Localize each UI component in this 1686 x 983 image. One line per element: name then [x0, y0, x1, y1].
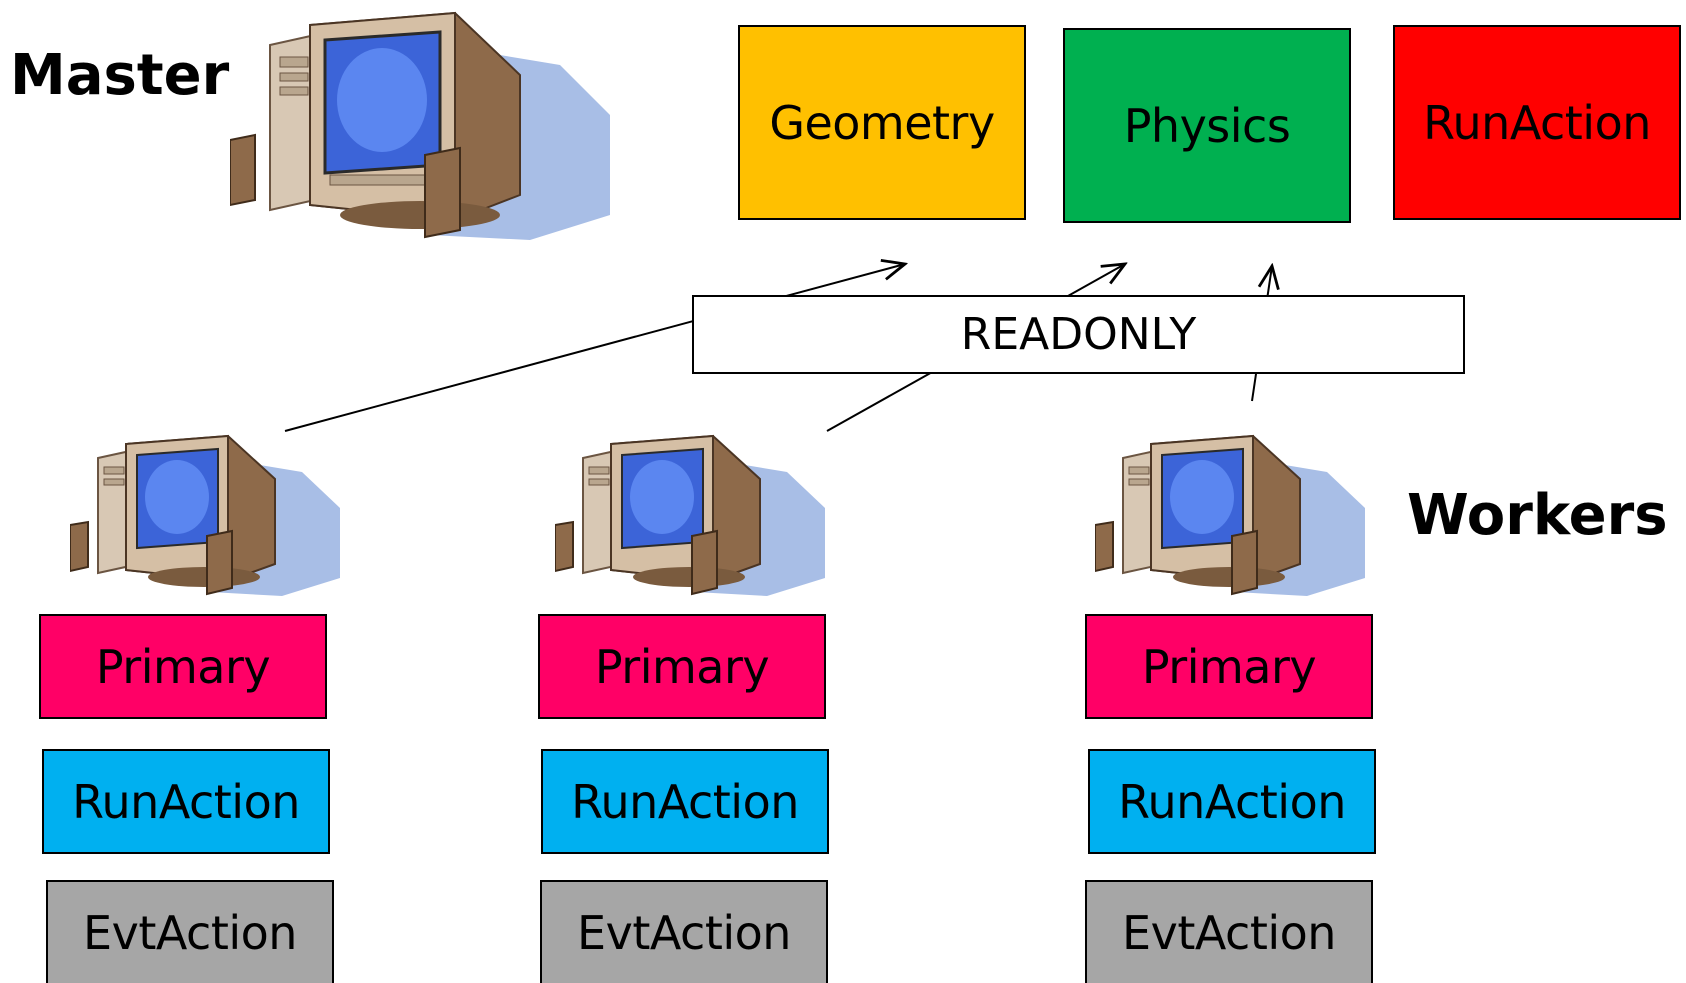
master-geometry-box: Geometry: [738, 25, 1026, 220]
worker1-primary-label: Primary: [95, 639, 271, 694]
desktop-computer-icon: [70, 434, 340, 596]
worker3-evtaction-box: EvtAction: [1085, 880, 1373, 983]
worker2-runaction-box: RunAction: [541, 749, 829, 854]
worker3-evtaction-label: EvtAction: [1122, 905, 1336, 960]
worker1-runaction-label: RunAction: [72, 774, 300, 829]
master-runaction-box: RunAction: [1393, 25, 1681, 220]
workers-label: Workers: [1407, 483, 1668, 548]
desktop-computer-icon: [555, 434, 825, 596]
worker1-runaction-box: RunAction: [42, 749, 330, 854]
worker3-runaction-box: RunAction: [1088, 749, 1376, 854]
worker1-primary-box: Primary: [39, 614, 327, 719]
master-physics-box: Physics: [1063, 28, 1351, 223]
desktop-computer-icon: [1095, 434, 1365, 596]
worker2-primary-label: Primary: [594, 639, 770, 694]
readonly-label: READONLY: [960, 309, 1197, 360]
master-geometry-label: Geometry: [769, 95, 995, 150]
worker2-runaction-label: RunAction: [571, 774, 799, 829]
master-runaction-label: RunAction: [1423, 95, 1651, 150]
worker1-evtaction-box: EvtAction: [46, 880, 334, 983]
worker3-primary-box: Primary: [1085, 614, 1373, 719]
worker2-evtaction-label: EvtAction: [577, 905, 791, 960]
worker2-primary-box: Primary: [538, 614, 826, 719]
worker2-evtaction-box: EvtAction: [540, 880, 828, 983]
readonly-box: READONLY: [692, 295, 1465, 374]
desktop-computer-icon: [230, 11, 610, 240]
worker3-primary-label: Primary: [1141, 639, 1317, 694]
worker3-runaction-label: RunAction: [1118, 774, 1346, 829]
master-physics-label: Physics: [1123, 98, 1291, 153]
master-label: Master: [10, 43, 230, 108]
worker1-evtaction-label: EvtAction: [83, 905, 297, 960]
